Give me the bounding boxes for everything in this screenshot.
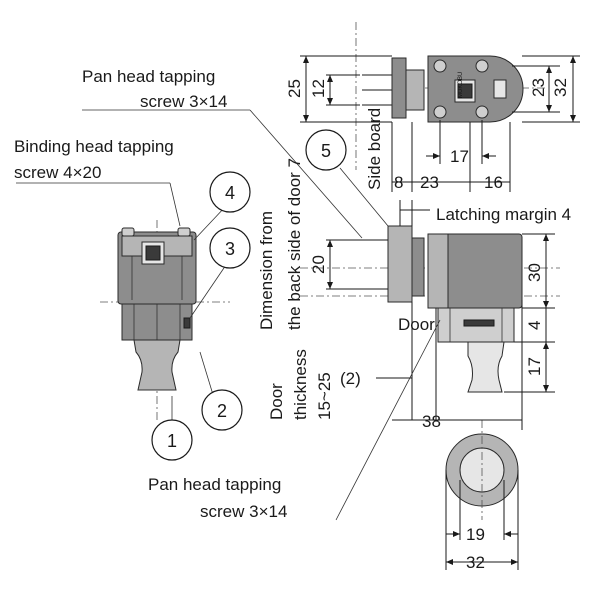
binding-head-label-2: screw 4×20	[14, 163, 101, 182]
top-view-latch: MUKOBU	[355, 22, 545, 170]
door-thickness-label-1: Door	[267, 383, 286, 420]
svg-text:1: 1	[167, 431, 177, 451]
dim-30: 30	[525, 263, 544, 282]
dim-23-top: 23	[529, 78, 548, 97]
dimension-lines	[300, 55, 580, 570]
leader-lines	[16, 109, 441, 521]
model-mark: MUKOBU	[458, 72, 464, 98]
dim-8: 8	[394, 173, 403, 192]
svg-text:4: 4	[225, 183, 235, 203]
dimension-from-label-1: Dimension from	[257, 211, 276, 330]
dim-17-side: 17	[525, 357, 544, 376]
side-board-label: Side board	[365, 108, 384, 190]
front-view-latch	[100, 220, 230, 420]
callout-3: 3	[209, 227, 251, 269]
dim-16: 16	[484, 173, 503, 192]
dim-38: 38	[422, 412, 441, 431]
pan-head-bottom-label-1: Pan head tapping	[148, 475, 281, 494]
dim-17-top: 17	[450, 147, 469, 166]
door-label: Door	[398, 315, 435, 334]
svg-text:5: 5	[321, 141, 331, 161]
dim-32-top: 32	[551, 78, 570, 97]
callout-4: 4	[209, 171, 251, 213]
dim-19: 19	[466, 525, 485, 544]
dim-12: 12	[309, 79, 328, 98]
svg-text:2: 2	[217, 401, 227, 421]
screws-top	[362, 74, 392, 106]
dimension-from-label-2: the back side of door 7	[285, 158, 304, 330]
callout-5: 5	[305, 129, 347, 171]
dim-20: 20	[309, 255, 328, 274]
binding-head-label-1: Binding head tapping	[14, 137, 174, 156]
dim-23-bottom: 23	[420, 173, 439, 192]
dim-4: 4	[525, 321, 544, 330]
callout-2: 2	[201, 389, 243, 431]
knob-bottom-view	[445, 420, 519, 520]
callout-1: 1	[151, 419, 193, 461]
dim-2: (2)	[340, 369, 361, 388]
side-view-latch	[300, 225, 560, 420]
door-thickness-label-3: 15~25	[315, 372, 334, 420]
pan-head-top-label-1: Pan head tapping	[82, 67, 215, 86]
door-thickness-label-2: thickness	[291, 349, 310, 420]
dim-25: 25	[285, 79, 304, 98]
latching-margin-label: Latching margin 4	[436, 205, 571, 224]
svg-text:3: 3	[225, 239, 235, 259]
pan-head-bottom-label-2: screw 3×14	[200, 502, 287, 521]
pan-head-top-label-2: screw 3×14	[140, 92, 227, 111]
dim-32-knob: 32	[466, 553, 485, 572]
